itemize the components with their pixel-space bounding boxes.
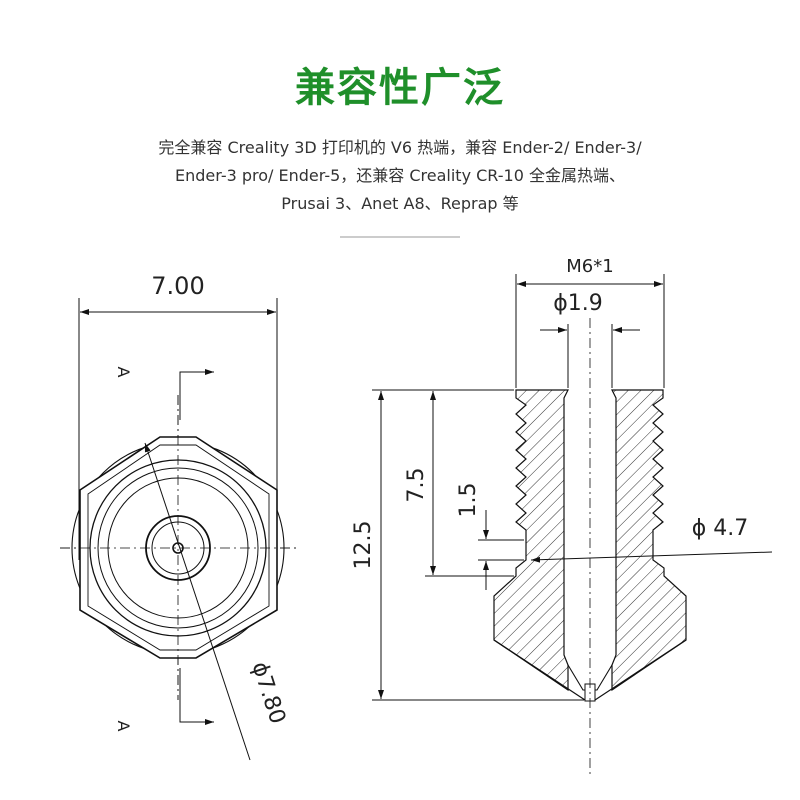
- page-title: 兼容性广泛: [295, 65, 505, 111]
- section-view: [372, 274, 773, 775]
- description-line-1: 完全兼容 Creality 3D 打印机的 V6 热端，兼容 Ender-2/ …: [158, 138, 642, 157]
- body-right-half: [611, 389, 687, 692]
- section-mark-bottom: [179, 668, 214, 725]
- description-line-3: Prusai 3、Anet A8、Reprap 等: [281, 194, 519, 213]
- groove-length-dimension: 1.5: [456, 483, 481, 518]
- thread-length-dimension: 7.5: [404, 468, 429, 503]
- front-view: [60, 298, 300, 761]
- description-line-2: Ender-3 pro/ Ender-5，还兼容 Creality CR-10 …: [175, 166, 625, 185]
- divider: [340, 236, 460, 238]
- outer-diameter-leader: [530, 551, 773, 563]
- diameter-dimension: ϕ7.80: [246, 659, 289, 727]
- thread-dimension: M6*1: [566, 256, 613, 277]
- total-length-dimension: 12.5: [351, 521, 376, 570]
- bore-dimension: ϕ1.9: [553, 291, 603, 316]
- section-label-top: A: [114, 367, 133, 378]
- diameter-leader: [144, 442, 251, 761]
- section-mark-top: [179, 369, 214, 420]
- outer-diameter-dimension: ϕ 4.7: [692, 516, 749, 541]
- hex-chamfer: [87, 444, 270, 651]
- section-label-bottom: A: [114, 721, 133, 732]
- ring-2: [97, 467, 259, 629]
- width-dimension: 7.00: [151, 272, 204, 300]
- hex-outline: [79, 436, 278, 659]
